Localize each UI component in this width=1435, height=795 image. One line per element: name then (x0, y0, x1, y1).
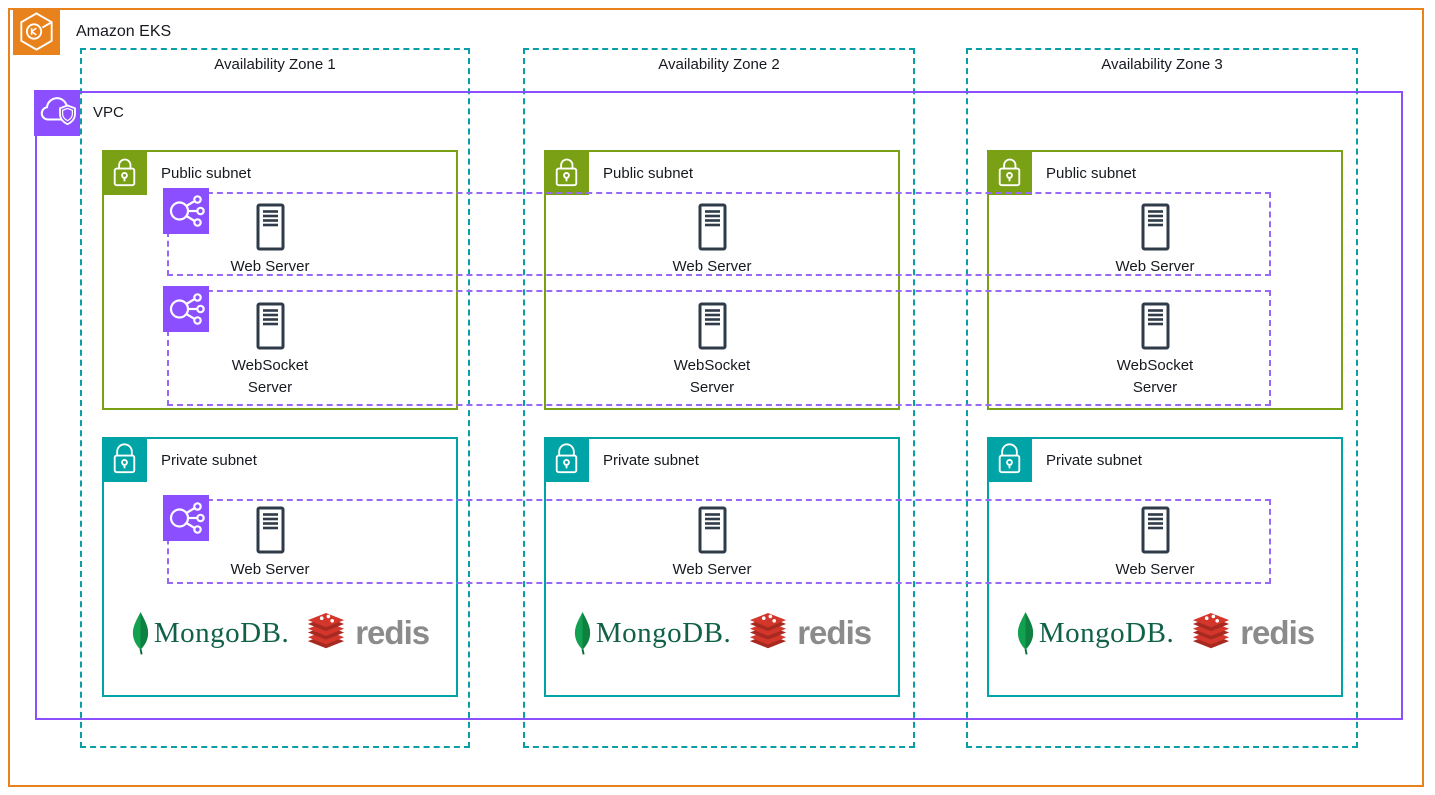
web-server-node: Web Server (200, 202, 340, 278)
load-balancer-icon (163, 286, 209, 332)
web-server-node: Web Server (642, 505, 782, 581)
redis-logo: redis (303, 613, 430, 653)
public-subnet-az3: Public subnet Web Server WebSocket Serve… (987, 150, 1343, 410)
server-label: Web Server (1115, 258, 1195, 275)
server-label: Web Server (672, 561, 752, 578)
public-subnet-label: Public subnet (161, 165, 252, 182)
web-server-node: Web Server (642, 202, 782, 278)
server-icon (657, 301, 767, 351)
redis-stack-icon (308, 613, 345, 649)
public-subnet-az1: Public subnet Web Server WebSocket Serve… (102, 150, 458, 410)
server-icon (200, 202, 340, 252)
server-label: WebSocket Server (231, 357, 309, 396)
server-label: Web Server (230, 258, 310, 275)
mongodb-leaf-icon (131, 611, 149, 655)
private-subnet-lock-icon (102, 437, 147, 482)
websocket-server-node: WebSocket Server (1100, 301, 1210, 399)
availability-zone-3-border (966, 48, 1358, 748)
private-subnet-lock-icon (987, 437, 1032, 482)
server-icon (215, 301, 325, 351)
mongodb-logo: MongoDB. (1016, 611, 1174, 655)
server-label: Web Server (230, 561, 310, 578)
eks-container-border (8, 8, 1424, 787)
private-subnet-label: Private subnet (1046, 452, 1142, 469)
server-icon (200, 505, 340, 555)
private-subnet-label: Private subnet (603, 452, 699, 469)
server-label: WebSocket Server (673, 357, 751, 396)
availability-zone-3-label: Availability Zone 3 (1101, 56, 1223, 73)
eks-icon (13, 8, 60, 55)
mongodb-wordmark: MongoDB. (595, 616, 732, 649)
mongodb-leaf-icon (573, 611, 591, 655)
database-logos: MongoDB. redis (989, 609, 1341, 657)
mongodb-logo: MongoDB. (573, 611, 731, 655)
public-subnet-lock-icon (544, 150, 589, 195)
redis-logo: redis (745, 613, 872, 653)
load-balancer-icon (163, 495, 209, 541)
mongodb-leaf-icon (1016, 611, 1034, 655)
public-subnet-lock-icon (987, 150, 1032, 195)
server-icon (1085, 202, 1225, 252)
server-label: Web Server (1115, 561, 1195, 578)
redis-logo: redis (1188, 613, 1315, 653)
web-server-node: Web Server (1085, 202, 1225, 278)
redis-stack-icon (1193, 613, 1230, 649)
websocket-server-node: WebSocket Server (215, 301, 325, 399)
server-label: Web Server (672, 258, 752, 275)
server-icon (1085, 505, 1225, 555)
mongodb-wordmark: MongoDB. (1038, 616, 1175, 649)
server-icon (642, 505, 782, 555)
public-subnet-label: Public subnet (603, 165, 694, 182)
public-subnet-label: Public subnet (1046, 165, 1137, 182)
load-balancer-icon (163, 188, 209, 234)
private-subnet-lock-icon (544, 437, 589, 482)
server-icon (1100, 301, 1210, 351)
redis-wordmark: redis (1240, 614, 1315, 651)
web-server-node: Web Server (200, 505, 340, 581)
public-subnet-lock-icon (102, 150, 147, 195)
mongodb-logo: MongoDB. (131, 611, 289, 655)
vpc-border (35, 91, 1403, 720)
availability-zone-1-label: Availability Zone 1 (214, 56, 336, 73)
database-logos: MongoDB. redis (546, 609, 898, 657)
vpc-label: VPC (93, 104, 124, 121)
redis-wordmark: redis (797, 614, 872, 651)
availability-zone-2-border (523, 48, 915, 748)
availability-zone-1-border (80, 48, 470, 748)
web-server-node: Web Server (1085, 505, 1225, 581)
public-subnet-az2: Public subnet Web Server WebSocket Serve… (544, 150, 900, 410)
private-subnet-az2: Private subnet Web Server MongoDB. redis (544, 437, 900, 697)
diagram-title: Amazon EKS (76, 23, 172, 40)
availability-zone-2-label: Availability Zone 2 (658, 56, 780, 73)
private-subnet-label: Private subnet (161, 452, 257, 469)
server-icon (642, 202, 782, 252)
private-subnet-az3: Private subnet Web Server MongoDB. redis (987, 437, 1343, 697)
database-logos: MongoDB. redis (104, 609, 456, 657)
mongodb-wordmark: MongoDB. (153, 616, 290, 649)
vpc-icon (34, 90, 80, 136)
server-label: WebSocket Server (1116, 357, 1194, 396)
websocket-server-node: WebSocket Server (657, 301, 767, 399)
private-subnet-az1: Private subnet Web Server MongoDB. redis (102, 437, 458, 697)
redis-wordmark: redis (355, 614, 430, 651)
redis-stack-icon (750, 613, 787, 649)
